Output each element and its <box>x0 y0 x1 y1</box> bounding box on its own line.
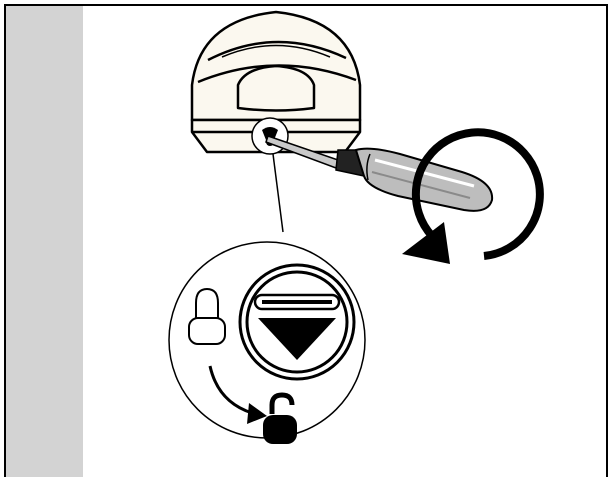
instruction-frame <box>4 4 608 477</box>
detail-connector <box>272 153 284 233</box>
rotate-arrow-icon <box>402 128 544 264</box>
padlock-open-icon <box>263 392 297 444</box>
arrow-down-icon <box>258 318 336 360</box>
screwdriver-icon <box>265 135 494 212</box>
step-sidebar <box>6 6 83 477</box>
housing-illustration <box>190 10 362 154</box>
curved-arrow-icon <box>208 365 267 424</box>
padlock-closed-icon <box>188 287 226 345</box>
